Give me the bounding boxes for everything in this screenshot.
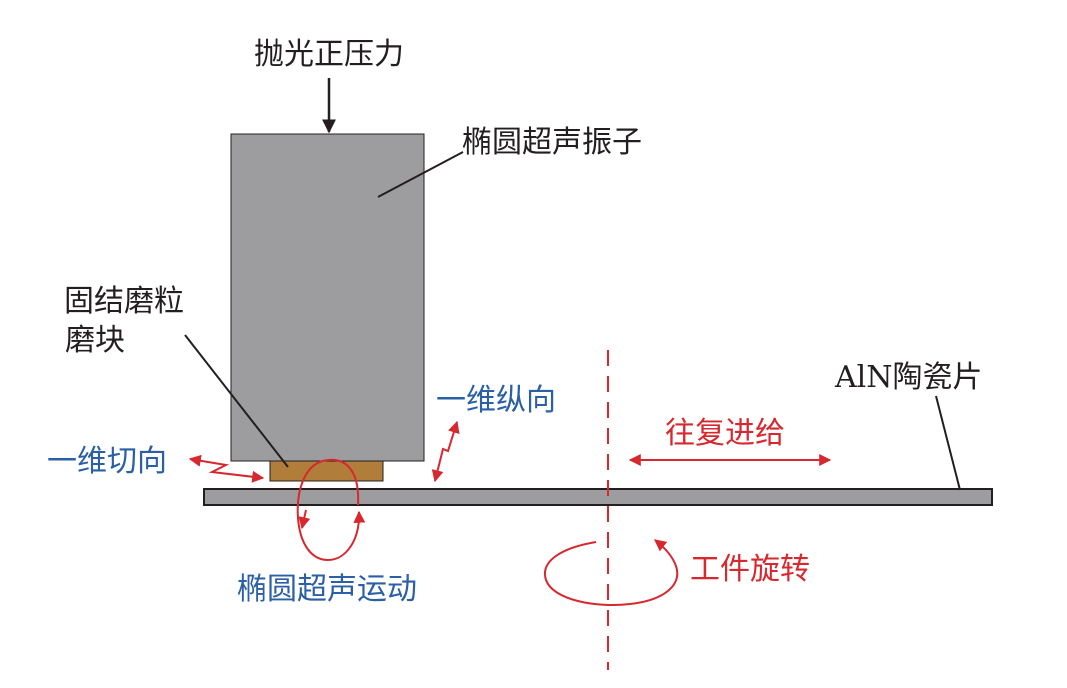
polish-force-label: 抛光正压力 bbox=[254, 37, 404, 72]
longitudinal-label: 一维纵向 bbox=[436, 383, 556, 418]
transducer-leader-line bbox=[377, 151, 464, 198]
tangential-vibration-arrow bbox=[188, 454, 265, 483]
transducer-label: 椭圆超声振子 bbox=[462, 125, 642, 160]
elliptic-motion-side-arrow bbox=[298, 509, 311, 530]
elliptic-motion-ellipse bbox=[296, 458, 366, 562]
abrasive-block bbox=[269, 460, 384, 482]
longitudinal-vibration-arrow bbox=[431, 420, 460, 483]
abrasive-block-label-line1: 固结磨粒 bbox=[64, 284, 184, 319]
transducer-body bbox=[230, 133, 425, 462]
plate-leader-line bbox=[935, 395, 961, 491]
elliptic-motion-label: 椭圆超声运动 bbox=[237, 572, 417, 607]
workpiece-rotation-label: 工件旋转 bbox=[690, 552, 810, 587]
workpiece-label: AlN陶瓷片 bbox=[834, 360, 983, 395]
tangential-label: 一维切向 bbox=[47, 444, 167, 479]
abrasive-block-label-line2: 磨块 bbox=[65, 323, 125, 358]
aln-ceramic-plate bbox=[203, 488, 993, 506]
workpiece-rotation-arrow bbox=[543, 539, 679, 606]
reciprocating-feed-label: 往复进给 bbox=[665, 416, 785, 451]
abrasive-leader-line bbox=[184, 334, 289, 468]
